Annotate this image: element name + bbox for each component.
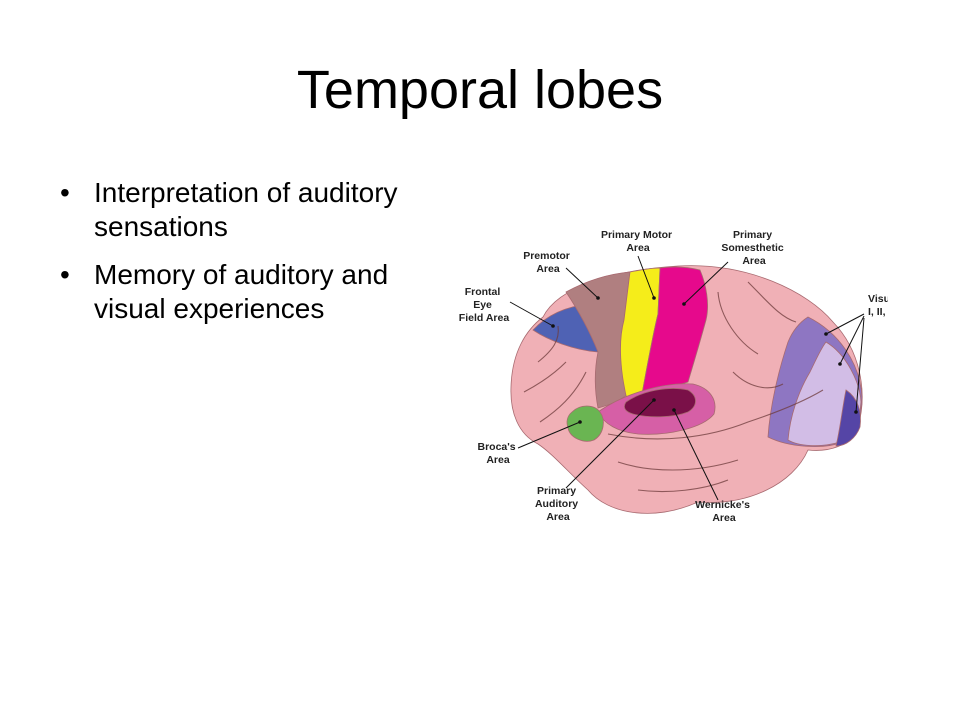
visual-area-inner [835, 389, 861, 447]
leader-dot [578, 420, 582, 424]
leader-line [825, 313, 865, 335]
slide-title: Temporal lobes [296, 60, 664, 120]
auditory-core-region [624, 388, 696, 418]
bullet-list: • Interpretation of auditory sensations … [60, 176, 440, 340]
somesthetic-region [641, 266, 708, 395]
label-premotor: Premotor Area [523, 250, 573, 275]
bullet-text: Memory of auditory and visual experience… [94, 259, 389, 324]
label-primary-somesthetic: Primary Somesthetic Area [721, 229, 786, 267]
leader-dot [672, 408, 676, 412]
leader-dot [682, 302, 686, 306]
leader-dot [824, 332, 828, 336]
label-frontal-eye-field: Frontal Eye Field Area [459, 286, 510, 324]
sulcus-line [732, 371, 784, 389]
label-brocas: Broca's Area [477, 441, 518, 466]
leader-line [509, 301, 554, 327]
sulcus-line [637, 479, 729, 493]
leader-dot [652, 296, 656, 300]
sulcus-line [717, 291, 759, 355]
leader-dot [652, 398, 656, 402]
brocas-region [566, 405, 604, 442]
sulcus-line [537, 325, 559, 363]
leader-dot [596, 296, 600, 300]
sulcus-line [523, 361, 567, 393]
bullet-item: • Memory of auditory and visual experien… [60, 258, 440, 326]
leader-line [683, 261, 729, 305]
sulcus-line [747, 281, 797, 323]
leader-line [565, 399, 655, 489]
sulcus-line [539, 371, 587, 423]
sulcus-line [607, 389, 824, 440]
label-wernickes: Wernicke's Area [695, 499, 753, 524]
leader-line [839, 315, 865, 365]
label-primary-motor: Primary Motor Area [601, 229, 675, 254]
leader-line [855, 317, 865, 413]
label-visual: Visual I, II, III [868, 293, 888, 318]
brain-diagram: Primary Motor Area Primary Somesthetic A… [459, 229, 888, 524]
leader-dot [551, 324, 555, 328]
leader-dot [854, 410, 858, 414]
leader-line [673, 409, 719, 501]
bullet-item: • Interpretation of auditory sensations [60, 176, 440, 244]
bullet-marker: • [60, 259, 70, 290]
leader-dot [838, 362, 842, 366]
label-primary-auditory: Primary Auditory Area [535, 485, 581, 523]
leader-line [637, 255, 655, 299]
leader-line [517, 421, 581, 449]
bullet-marker: • [60, 177, 70, 208]
bullet-text: Interpretation of auditory sensations [94, 177, 398, 242]
sulcus-line [617, 459, 739, 471]
leader-line [565, 267, 599, 299]
